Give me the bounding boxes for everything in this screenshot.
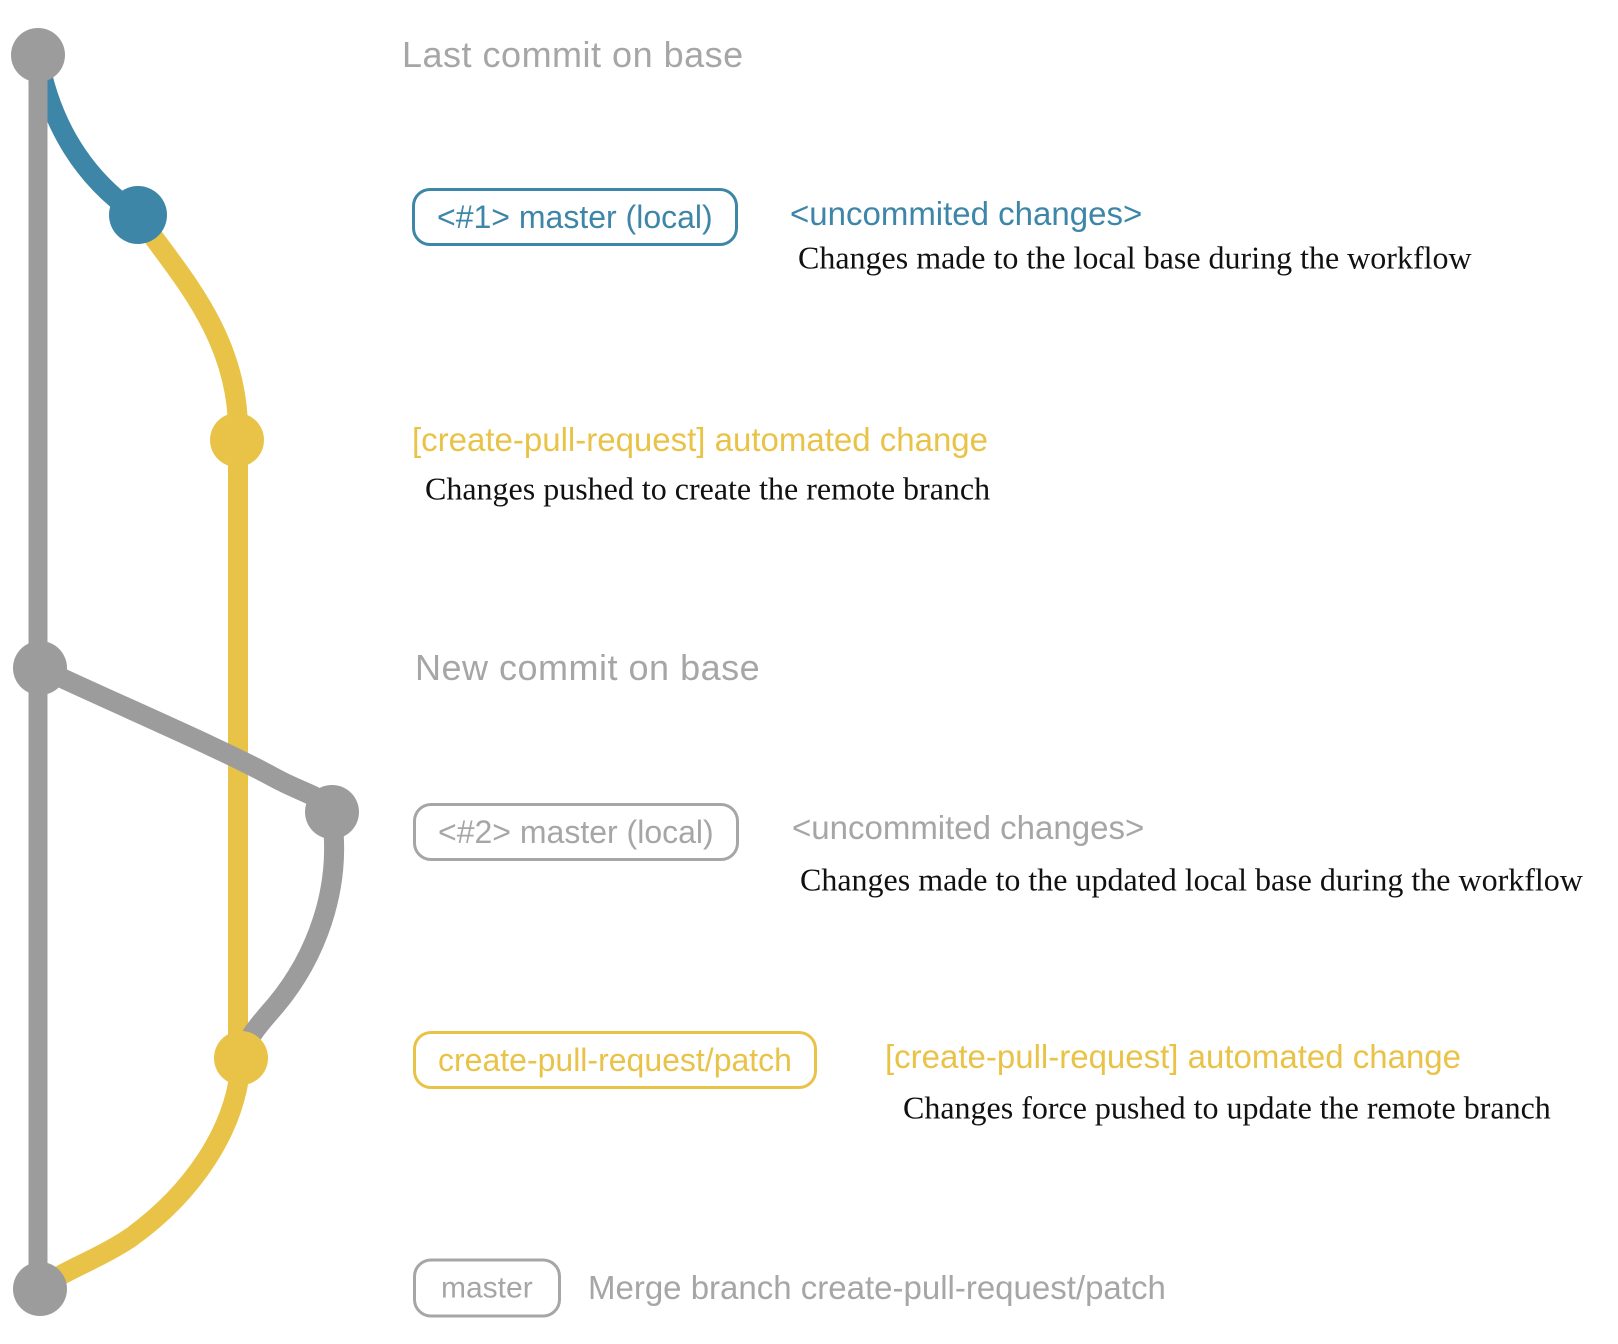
commit-dot-patch-push [210,413,264,467]
branch-label-master: master [413,1258,561,1318]
base-to-local-2-curve [30,658,345,1068]
commit-message-uncommited-1: <uncommited changes> [790,195,1143,232]
commit-description-1: Changes made to the local base during th… [798,239,1472,276]
branch-label-master-local-1: <#1> master (local) [412,188,738,246]
branch-label-master-local-2: <#2> master (local) [413,803,739,861]
commit-message-automated-change-1: [create-pull-request] automated change [412,421,989,458]
commit-dot-patch-force-push [214,1031,268,1085]
commit-dot-new-base [13,641,67,695]
patch-merge-curve [30,1048,251,1300]
commit-dot-local-2 [305,785,359,839]
commit-dot-last-base [11,28,65,82]
commit-description-2: Changes pushed to create the remote bran… [425,470,991,507]
commit-message-merge: Merge branch create-pull-request/patch [588,1269,1166,1306]
commit-dot-merge [13,1262,67,1316]
commit-description-4: Changes force pushed to update the remot… [903,1089,1551,1126]
commit-graph [11,28,359,1316]
note-new-commit-on-base: New commit on base [415,647,761,688]
patch-branch-line [128,205,248,1068]
branch-label-patch: create-pull-request/patch [413,1031,817,1089]
commit-dot-local-1 [109,186,167,244]
commit-message-automated-change-2: [create-pull-request] automated change [885,1038,1462,1075]
note-last-commit-on-base: Last commit on base [402,34,744,75]
commit-description-3: Changes made to the updated local base d… [800,861,1583,898]
commit-message-uncommited-2: <uncommited changes> [792,809,1145,846]
